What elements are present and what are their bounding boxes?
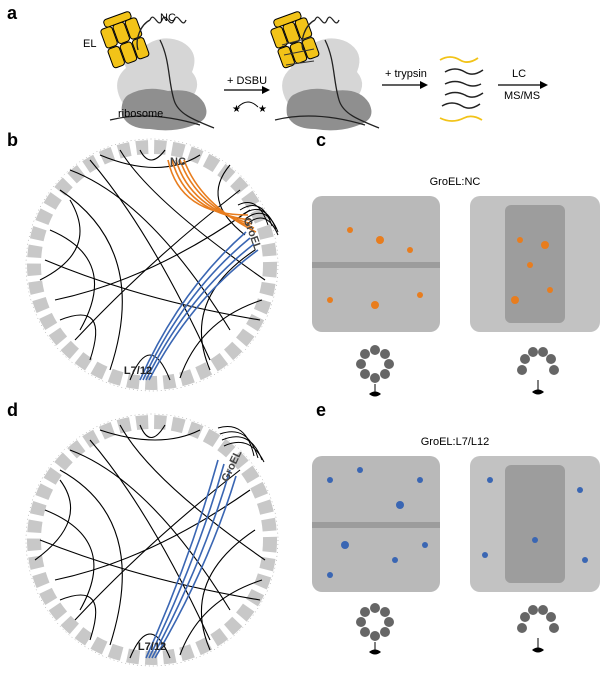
eye-icon bbox=[369, 642, 381, 655]
nc-groel-crosslinks bbox=[167, 159, 257, 233]
intra-crosslinks bbox=[34, 424, 266, 659]
groel-self-crosslinks bbox=[237, 202, 279, 236]
panel-letter-c: c bbox=[316, 130, 327, 150]
msms-label: MS/MS bbox=[504, 90, 541, 102]
groel-surface-side-view bbox=[312, 196, 440, 332]
eye-icon bbox=[532, 638, 544, 653]
l712-groel-crosslinks bbox=[139, 231, 259, 381]
eye-icon bbox=[369, 384, 381, 397]
el-label: EL bbox=[83, 38, 97, 50]
ring-schematic-icon bbox=[356, 603, 394, 641]
svg-text:★: ★ bbox=[232, 104, 241, 115]
ribosome-label: ribosome bbox=[118, 108, 164, 120]
ring-schematic-icon bbox=[356, 345, 394, 383]
groel-surface-cutaway-view bbox=[470, 196, 600, 332]
panel-letter-b: b bbox=[7, 130, 18, 150]
groel-self-crosslinks bbox=[217, 426, 265, 463]
groel-surface-cutaway-view bbox=[470, 456, 600, 592]
l712-groel-crosslinks bbox=[145, 459, 237, 659]
groel-surface-side-view bbox=[312, 456, 440, 592]
ring-schematic-icon bbox=[517, 347, 559, 375]
ring-schematic-icon bbox=[517, 605, 559, 633]
panel-letter-a: a bbox=[7, 3, 18, 23]
dsbu-label: + DSBU bbox=[227, 75, 268, 87]
trypsin-label: + trypsin bbox=[385, 68, 427, 80]
nascent-chain bbox=[136, 16, 215, 129]
svg-text:★: ★ bbox=[258, 104, 267, 115]
lc-label: LC bbox=[512, 68, 527, 80]
protein-label-l712-d: L7/12 bbox=[137, 641, 167, 653]
panel-e-title: GroEL:L7/L12 bbox=[420, 436, 490, 448]
peptide-fragments bbox=[439, 56, 484, 122]
eye-icon bbox=[532, 380, 544, 395]
panel-letter-d: d bbox=[7, 400, 18, 420]
protein-label-nc: NC bbox=[170, 156, 186, 168]
groel-barrel-icon bbox=[100, 11, 150, 69]
panel-letter-e: e bbox=[316, 400, 327, 420]
panel-c-title: GroEL:NC bbox=[429, 176, 481, 188]
nc-label: NC bbox=[160, 12, 176, 24]
protein-label-l712: L7/12 bbox=[123, 365, 153, 377]
